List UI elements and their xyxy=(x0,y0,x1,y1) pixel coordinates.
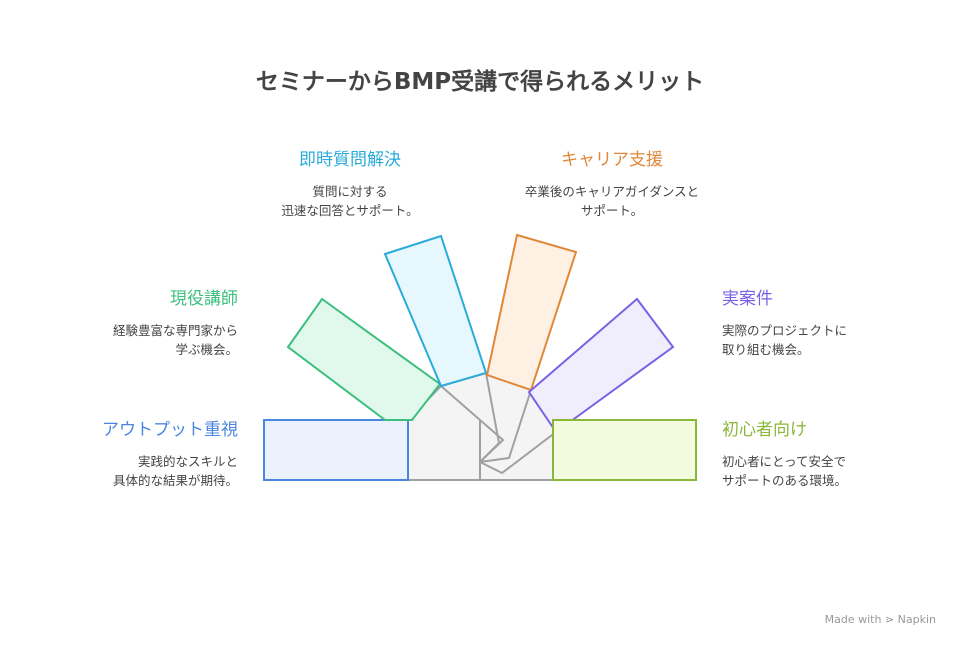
heading: アウトプット重視 xyxy=(102,420,238,440)
block-instructor xyxy=(286,297,442,421)
item-output: アウトプット重視 実践的なスキルと 具体的な結果が期待。 xyxy=(20,415,238,490)
heading: キャリア支援 xyxy=(561,150,663,170)
desc: 学ぶ機会。 xyxy=(175,342,238,357)
hub-lines xyxy=(479,389,532,463)
item-beginner: 初心者向け 初心者にとって安全で サポートのある環境。 xyxy=(722,415,942,490)
item-career: キャリア支援 卒業後のキャリアガイダンスと サポート。 xyxy=(492,145,732,220)
desc: 具体的な結果が期待。 xyxy=(112,473,238,488)
hub-lines xyxy=(479,431,557,475)
desc: サポート。 xyxy=(580,203,644,218)
page-title: セミナーからBMP受講で得られるメリット xyxy=(255,69,705,95)
heading: 即時質問解決 xyxy=(299,150,401,170)
item-question: 即時質問解決 質問に対する 迅速な回答とサポート。 xyxy=(240,145,460,220)
desc: 実際のプロジェクトに xyxy=(722,323,848,338)
desc: 初心者にとって安全で xyxy=(722,454,847,469)
desc: 実践的なスキルと xyxy=(137,454,238,469)
item-instructor: 現役講師 経験豊富な専門家から 学ぶ機会。 xyxy=(40,284,238,359)
desc: 質問に対する xyxy=(312,184,388,199)
desc: 卒業後のキャリアガイダンスと xyxy=(524,184,700,199)
block-output xyxy=(263,419,409,481)
desc: サポートのある環境。 xyxy=(722,473,848,488)
napkin-watermark: Made with ⋗ Napkin xyxy=(824,613,936,626)
heading: 初心者向け xyxy=(722,420,807,440)
heading: 現役講師 xyxy=(170,289,238,309)
desc: 経験豊富な専門家から xyxy=(112,323,238,338)
item-project: 実案件 実際のプロジェクトに 取り組む機会。 xyxy=(722,284,942,359)
block-beginner xyxy=(552,419,697,481)
desc: 取り組む機会。 xyxy=(722,342,810,357)
block-question xyxy=(383,234,488,388)
desc: 迅速な回答とサポート。 xyxy=(281,203,419,218)
heading: 実案件 xyxy=(722,289,773,309)
